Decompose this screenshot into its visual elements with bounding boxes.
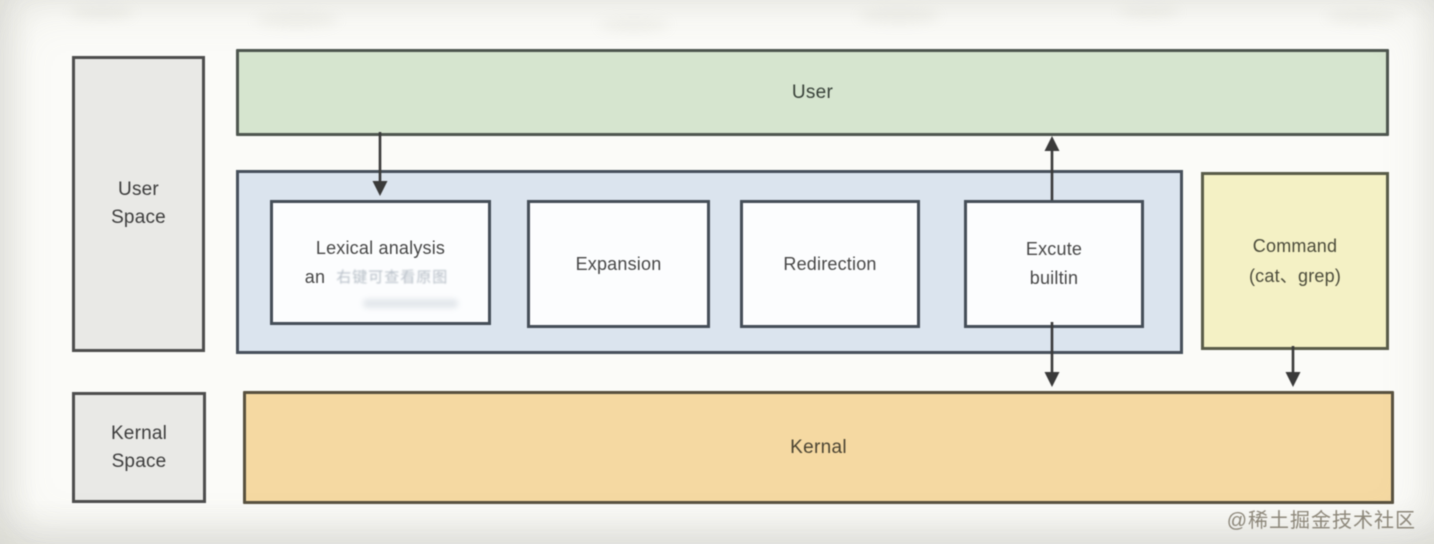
- user-space-label: User Space: [111, 179, 166, 228]
- command-box: Command (cat、grep): [1201, 172, 1389, 350]
- stage-expansion: Expansion: [527, 200, 710, 328]
- overlay-watermark-text: 右键可查看原图: [336, 268, 449, 286]
- kernal-bar-label: Kernal: [790, 436, 847, 458]
- user-space-box: User Space: [72, 56, 205, 352]
- kernal-space-box: Kernal Space: [72, 392, 206, 503]
- user-bar: User: [236, 49, 1389, 136]
- watermark-smudge: [70, 6, 134, 20]
- overlay-watermark-blur: [363, 299, 458, 308]
- stage-redirection-label: Redirection: [783, 253, 877, 274]
- watermark-smudge: [1118, 6, 1180, 18]
- watermark-smudge: [858, 8, 940, 24]
- stage-lexical-line2: an 右键可查看原图: [305, 263, 448, 292]
- stage-lexical-analysis: Lexical analysis an 右键可查看原图: [270, 200, 491, 325]
- stage-lexical-line1: Lexical analysis: [315, 237, 446, 258]
- user-bar-label: User: [791, 81, 834, 103]
- site-watermark: @稀土掘金技术社区: [1226, 510, 1416, 532]
- command-box-label: Command (cat、grep): [1248, 236, 1342, 286]
- watermark-smudge: [598, 18, 670, 32]
- stage-lexical-line2-text: an: [304, 266, 326, 287]
- stage-redirection: Redirection: [740, 200, 920, 328]
- kernal-space-label: Kernal Space: [110, 422, 168, 472]
- kernal-bar: Kernal: [243, 391, 1394, 504]
- watermark-smudge: [1326, 10, 1398, 24]
- watermark-smudge: [255, 12, 339, 28]
- stage-expansion-label: Expansion: [575, 253, 662, 274]
- stage-excute-builtin-label: Excute builtin: [1025, 239, 1083, 288]
- stage-excute-builtin: Excute builtin: [964, 200, 1144, 328]
